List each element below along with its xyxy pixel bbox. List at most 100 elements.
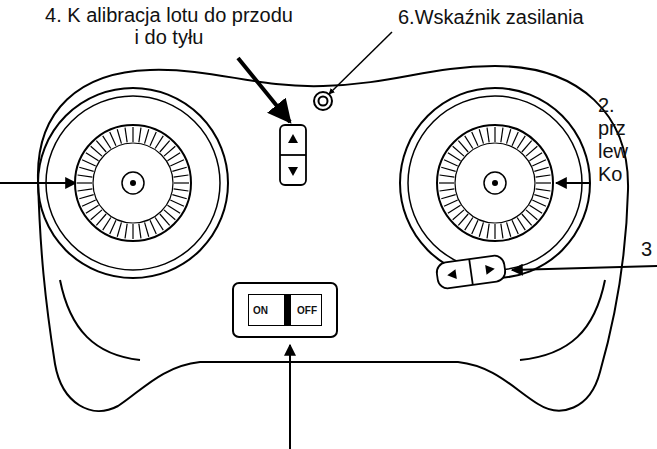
joystick: [453, 210, 464, 220]
joystick: [78, 189, 93, 191]
switch-label: OFF: [297, 305, 317, 316]
joystick: [487, 128, 489, 143]
joystick: [132, 224, 133, 239]
joystick: [465, 136, 473, 149]
power-switch: [233, 283, 337, 337]
callout-number: 2.: [598, 94, 615, 116]
joystick: [512, 220, 518, 234]
joystick: [484, 172, 506, 194]
joystick: [77, 182, 92, 183]
joystick: [75, 125, 191, 241]
joystick: [512, 132, 518, 146]
callout-label: 6.Wskaźnik zasilania: [398, 6, 584, 28]
joystick: [79, 195, 93, 199]
joystick: [440, 189, 455, 191]
joystick: [522, 141, 532, 152]
joystick: [453, 146, 464, 156]
joystick: [522, 214, 532, 225]
joystick: [532, 200, 546, 206]
joystick: [507, 129, 511, 143]
joystick: [487, 224, 489, 239]
joystick: [174, 175, 189, 177]
joystick: [155, 136, 163, 149]
joystick: [408, 96, 582, 270]
joystick: [103, 136, 111, 149]
joystick: [82, 160, 96, 166]
callout-label: Ko: [598, 163, 622, 185]
joystick: [164, 146, 175, 156]
trim-button: [436, 254, 507, 289]
joystick: [441, 195, 455, 199]
joystick: [534, 167, 548, 171]
joystick: [170, 160, 184, 166]
joystick: [400, 88, 590, 278]
leader-line: [0, 182, 76, 184]
joystick: [82, 200, 96, 206]
joystick: [465, 217, 473, 230]
joystick: [536, 175, 551, 177]
joystick: [155, 217, 163, 230]
joystick: [125, 224, 127, 239]
joystick: [439, 182, 454, 183]
joystick: [117, 129, 121, 143]
joystick: [444, 160, 458, 166]
joystick: [501, 224, 503, 239]
joystick: [167, 205, 180, 213]
joystick: [472, 220, 478, 234]
trim-button: [280, 125, 306, 185]
leader-line: [0, 32, 657, 449]
joystick: [93, 143, 173, 223]
joystick: [130, 180, 136, 186]
joystick: [122, 172, 144, 194]
joystick: [38, 88, 590, 278]
joystick: [492, 180, 498, 186]
joystick: [400, 88, 590, 278]
joystick: [91, 146, 102, 156]
joystick: [532, 160, 546, 166]
joystick: [479, 222, 483, 236]
joystick: [145, 129, 149, 143]
power-indicator: [314, 92, 332, 110]
joystick: [534, 195, 548, 199]
joystick: [529, 153, 542, 161]
joystick: [517, 217, 525, 230]
trim-button: [436, 254, 507, 289]
callout-number: 3: [641, 238, 652, 260]
callout-label: 4. K alibracja lotu do przodu i do tyłu: [44, 4, 294, 48]
controller-body: [60, 280, 140, 360]
joystick: [174, 189, 189, 191]
joystick: [458, 214, 468, 225]
joystick: [139, 224, 141, 239]
joystick: [96, 141, 106, 152]
joystick: [86, 153, 99, 161]
power-indicator: [314, 92, 332, 110]
controller-body: [520, 280, 605, 360]
trim-button: [447, 269, 457, 280]
leader-line: [556, 182, 590, 184]
joystick: [172, 167, 186, 171]
joystick: [529, 205, 542, 213]
leader-line: [512, 266, 657, 270]
trim-button: [288, 167, 298, 176]
joystick: [441, 167, 455, 171]
joystick: [78, 175, 93, 177]
joystick: [164, 210, 175, 220]
joystick: [507, 222, 511, 236]
joystick: [517, 136, 525, 149]
joystick: [160, 141, 170, 152]
joystick: [125, 128, 127, 143]
joystick: [150, 132, 156, 146]
controller-body: [38, 66, 628, 411]
joystick: [472, 132, 478, 146]
joystick: [494, 224, 495, 239]
joystick: [455, 143, 535, 223]
joystick: [536, 182, 551, 183]
joystick: [501, 128, 503, 143]
leader-line: [289, 345, 291, 449]
callout-label: lew: [598, 140, 628, 162]
joystick: [437, 125, 553, 241]
joystick: [526, 210, 537, 220]
joystick: [526, 146, 537, 156]
joystick: [458, 141, 468, 152]
